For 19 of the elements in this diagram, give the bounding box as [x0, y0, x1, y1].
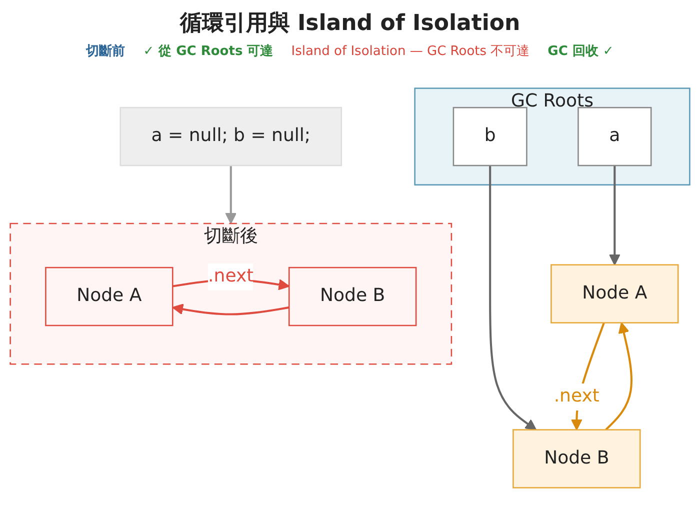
note-text: 切斷前 — [86, 43, 126, 60]
node-box: Node A — [45, 266, 174, 326]
node-box: a = null; b = null; — [120, 106, 342, 166]
arrow — [605, 322, 632, 431]
arrow — [225, 166, 237, 224]
node-box: a — [578, 106, 652, 166]
node-box: Node A — [550, 264, 679, 324]
note-text: ✓ 從 GC Roots 可達 — [143, 43, 274, 60]
edge-label: .next — [554, 386, 600, 407]
diagram-title: 循環引用與 Island of Isolation — [180, 10, 520, 38]
edge-label: .next — [208, 266, 254, 287]
node-box: b — [452, 106, 528, 166]
arrow — [489, 166, 537, 430]
node-box: Node B — [288, 266, 417, 326]
note-text: GC 回收 ✓ — [548, 43, 614, 60]
node-box: Node B — [512, 429, 641, 488]
arrow — [608, 166, 620, 266]
arrow — [172, 304, 290, 316]
note-text: Island of Isolation — GC Roots 不可達 — [291, 43, 530, 60]
